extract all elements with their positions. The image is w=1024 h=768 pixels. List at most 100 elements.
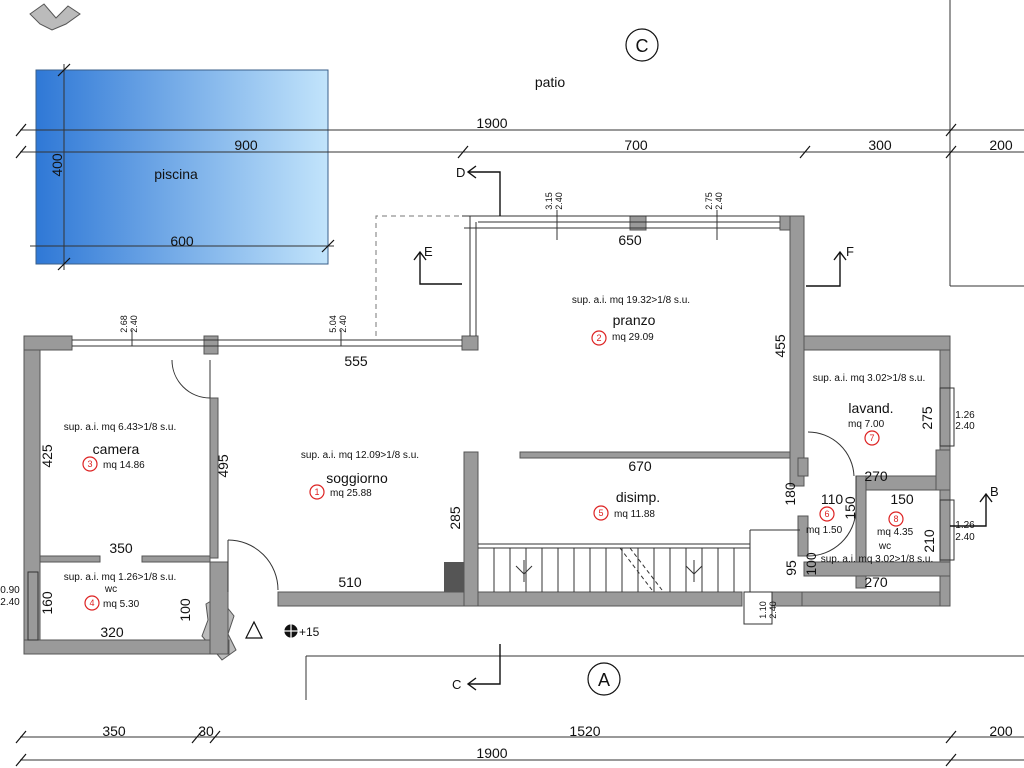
svg-text:mq 25.88: mq 25.88 (330, 488, 372, 499)
entrance-icon (245, 620, 299, 639)
patio-label: patio (535, 74, 566, 90)
room-wc-left: sup. a.i. mq 1.26>1/8 s.u. wc 4 mq 5.30 (64, 572, 177, 611)
dim-pool-width: 900 (234, 137, 258, 153)
svg-text:160: 160 (39, 591, 55, 615)
svg-text:650: 650 (618, 232, 642, 248)
svg-text:150: 150 (890, 491, 914, 507)
svg-text:camera: camera (93, 441, 140, 457)
svg-text:mq 4.35: mq 4.35 (877, 527, 914, 538)
doors (171, 359, 857, 592)
svg-text:270: 270 (864, 468, 888, 484)
svg-text:210: 210 (921, 529, 937, 553)
site-boundary (305, 0, 1024, 700)
svg-text:disimp.: disimp. (616, 489, 660, 505)
dim-bot-30: 30 (198, 723, 214, 739)
svg-text:5.04: 5.04 (328, 315, 338, 333)
svg-text:180: 180 (782, 482, 798, 506)
svg-text:285: 285 (447, 506, 463, 530)
section-label-b: B (990, 484, 999, 499)
svg-text:2.40: 2.40 (0, 597, 20, 608)
svg-text:2.75: 2.75 (704, 192, 714, 210)
svg-text:4: 4 (89, 598, 94, 608)
svg-text:7: 7 (869, 433, 874, 443)
svg-text:110: 110 (821, 491, 844, 507)
svg-text:2.40: 2.40 (955, 421, 975, 432)
room-disimpegno: disimp. 5 mq 11.88 (593, 489, 660, 521)
dim-bot-200: 200 (989, 723, 1013, 739)
window-labels: 2.68 2.40 5.04 2.40 3.15 2.40 2.75 2.40 … (0, 192, 975, 619)
svg-text:100: 100 (177, 598, 193, 622)
svg-text:mq 1.50: mq 1.50 (806, 525, 843, 536)
dim-bot-1520: 1520 (569, 723, 600, 739)
svg-text:mq 5.30: mq 5.30 (103, 599, 140, 610)
room-6: 6 mq 1.50 (806, 506, 843, 536)
interior-dimensions: 650 555 510 670 350 320 270 150 110 270 … (39, 232, 937, 640)
svg-text:6: 6 (824, 509, 829, 519)
staircase (478, 529, 800, 592)
svg-text:2.40: 2.40 (129, 315, 139, 333)
svg-text:mq 29.09: mq 29.09 (612, 332, 654, 343)
svg-text:150: 150 (842, 496, 858, 520)
svg-text:2.40: 2.40 (768, 601, 778, 619)
pool-height-dim: 400 (49, 153, 65, 177)
svg-text:3.15: 3.15 (544, 192, 554, 210)
svg-text:2.40: 2.40 (338, 315, 348, 333)
svg-text:mq 11.88: mq 11.88 (614, 509, 655, 520)
svg-text:sup. a.i. mq 1.26>1/8 s.u.: sup. a.i. mq 1.26>1/8 s.u. (64, 572, 177, 583)
bottom-dimensions: 350 30 1520 200 1900 (15, 723, 1024, 767)
svg-text:mq 14.86: mq 14.86 (103, 460, 145, 471)
dim-top-200: 200 (989, 137, 1013, 153)
section-marker-a: A (587, 662, 621, 696)
svg-text:455: 455 (772, 334, 788, 358)
svg-text:mq 7.00: mq 7.00 (848, 419, 885, 430)
svg-text:soggiorno: soggiorno (326, 470, 388, 486)
svg-text:1.26: 1.26 (955, 410, 975, 421)
svg-text:100: 100 (803, 552, 819, 576)
dim-top-300: 300 (868, 137, 892, 153)
section-label-f: F (846, 244, 854, 259)
svg-text:510: 510 (338, 574, 362, 590)
svg-text:2.40: 2.40 (714, 192, 724, 210)
svg-text:A: A (598, 670, 610, 690)
svg-text:3: 3 (87, 459, 92, 469)
svg-text:1.26: 1.26 (955, 520, 975, 531)
dim-bot-350: 350 (102, 723, 126, 739)
svg-text:320: 320 (100, 624, 124, 640)
svg-text:495: 495 (215, 454, 231, 478)
svg-text:C: C (636, 36, 649, 56)
svg-text:2.40: 2.40 (955, 532, 975, 543)
walls (23, 215, 951, 655)
svg-text:2.68: 2.68 (119, 315, 129, 333)
pool-inner-dim: 600 (170, 233, 194, 249)
svg-text:sup. a.i. mq 3.02>1/8 s.u.: sup. a.i. mq 3.02>1/8 s.u. (821, 554, 934, 565)
svg-text:pranzo: pranzo (613, 312, 656, 328)
svg-text:sup. a.i. mq 19.32>1/8 s.u.: sup. a.i. mq 19.32>1/8 s.u. (572, 295, 690, 306)
svg-text:350: 350 (109, 540, 133, 556)
dim-bot-total: 1900 (476, 745, 507, 761)
svg-text:sup. a.i. mq 6.43>1/8 s.u.: sup. a.i. mq 6.43>1/8 s.u. (64, 422, 177, 433)
svg-text:8: 8 (893, 514, 898, 524)
dim-top-total: 1900 (476, 115, 507, 131)
svg-text:270: 270 (864, 574, 888, 590)
section-label-c: C (452, 677, 461, 692)
room-pranzo: sup. a.i. mq 19.32>1/8 s.u. pranzo 2 mq … (572, 295, 690, 346)
svg-text:wc: wc (104, 584, 117, 595)
room-wc-right: 8 mq 4.35 wc sup. a.i. mq 3.02>1/8 s.u. (821, 511, 934, 565)
room-camera: sup. a.i. mq 6.43>1/8 s.u. camera 3 mq 1… (64, 422, 177, 472)
svg-text:670: 670 (628, 458, 652, 474)
svg-text:425: 425 (39, 444, 55, 468)
room-lavanderia: sup. a.i. mq 3.02>1/8 s.u. lavand. mq 7.… (813, 373, 925, 446)
section-arrows (413, 165, 993, 691)
pool: piscina 600 400 (30, 64, 334, 270)
section-marker-c: C (625, 28, 659, 62)
svg-text:2: 2 (596, 333, 601, 343)
dim-top-700: 700 (624, 137, 648, 153)
svg-text:1: 1 (314, 487, 319, 497)
svg-text:sup. a.i. mq 12.09>1/8 s.u.: sup. a.i. mq 12.09>1/8 s.u. (301, 450, 419, 461)
svg-text:275: 275 (919, 406, 935, 430)
section-label-d: D (456, 165, 465, 180)
svg-text:2.40: 2.40 (554, 192, 564, 210)
section-label-e: E (424, 244, 433, 259)
svg-text:555: 555 (344, 353, 368, 369)
